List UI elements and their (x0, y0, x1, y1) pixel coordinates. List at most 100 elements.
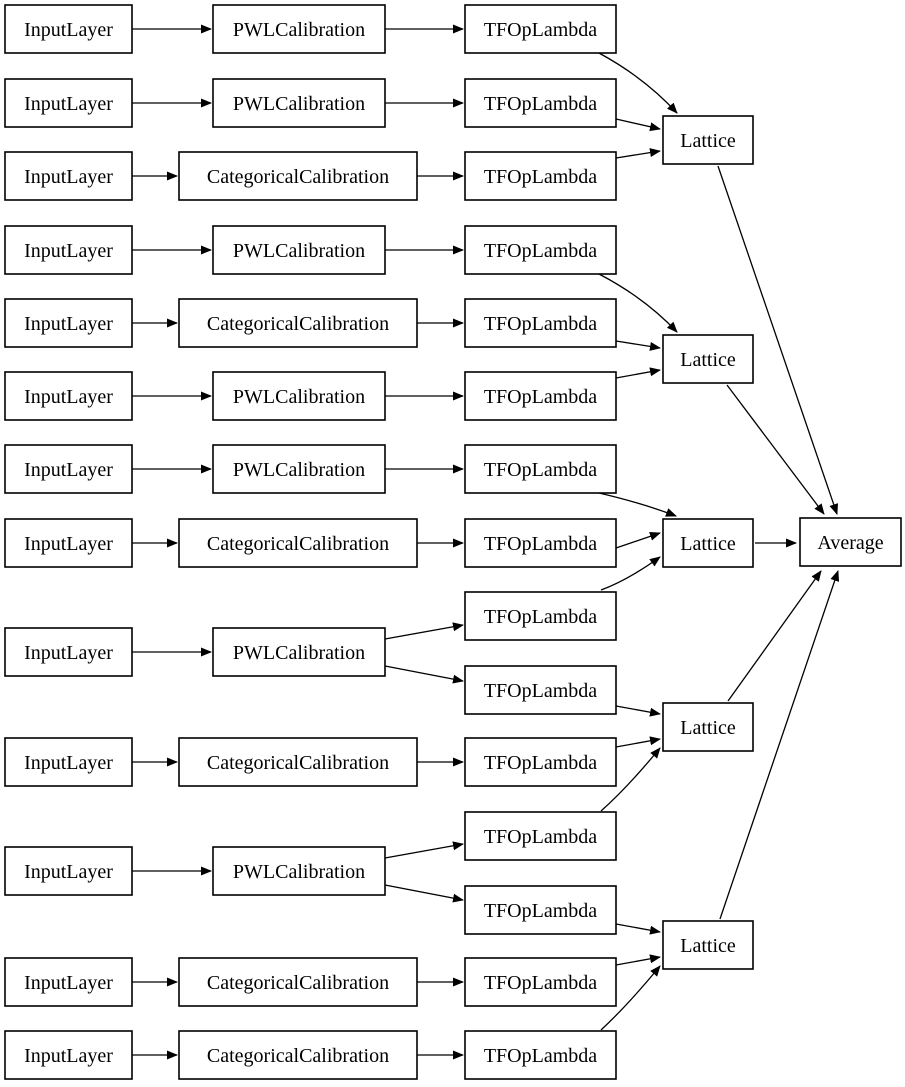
lambda-11-box (464, 737, 617, 787)
input-8-box (4, 518, 133, 568)
lambda-3-box (464, 151, 617, 201)
lambda-6-label: TFOpLambda (484, 386, 597, 408)
lambda-9-label: TFOpLambda (484, 606, 597, 628)
node-calib-1: PWLCalibration (212, 4, 386, 54)
node-lambda-2: TFOpLambda (464, 78, 617, 128)
edge-lambda-14-to-lattice-5 (615, 954, 661, 966)
input-12-box (4, 957, 133, 1007)
edge-lambda-9-to-lattice-3 (600, 556, 661, 591)
calib-12-box (178, 957, 418, 1007)
node-lattice-3: Lattice (662, 518, 754, 568)
calib-1-label: PWLCalibration (233, 19, 365, 41)
node-calib-9: PWLCalibration (212, 627, 386, 677)
node-lambda-13: TFOpLambda (464, 885, 617, 935)
input-5-label: InputLayer (24, 313, 113, 335)
lambda-9-box (464, 591, 617, 641)
calib-6-label: PWLCalibration (233, 386, 365, 408)
node-lambda-10: TFOpLambda (464, 665, 617, 715)
lambda-12-box (464, 811, 617, 861)
input-6-box (4, 371, 133, 421)
edge-lambda-11-to-lattice-4 (615, 736, 661, 748)
lambda-15-box (464, 1030, 617, 1080)
lambda-6-box (464, 371, 617, 421)
input-9-label: InputLayer (24, 642, 113, 664)
calib-3-box (178, 151, 418, 201)
calib-5-label: CategoricalCalibration (207, 313, 389, 335)
lambda-11-label: TFOpLambda (484, 752, 597, 774)
node-lambda-3: TFOpLambda (464, 151, 617, 201)
node-input-6: InputLayer (4, 371, 133, 421)
node-calib-3: CategoricalCalibration (178, 151, 418, 201)
input-5-box (4, 298, 133, 348)
input-1-box (4, 4, 133, 54)
input-9-box (4, 627, 133, 677)
edge-calib-9-to-lambda-9 (384, 622, 464, 640)
edge-lambda-5-to-lattice-2 (615, 340, 661, 351)
nodes-layer: InputLayerInputLayerInputLayerInputLayer… (4, 4, 902, 1080)
lambda-7-box (464, 444, 617, 494)
calib-6-box (212, 371, 386, 421)
node-lattice-4: Lattice (662, 702, 754, 752)
node-input-9: InputLayer (4, 627, 133, 677)
calib-13-box (178, 1030, 418, 1080)
calib-11-label: PWLCalibration (233, 861, 365, 883)
node-lambda-4: TFOpLambda (464, 225, 617, 275)
node-input-5: InputLayer (4, 298, 133, 348)
node-lambda-5: TFOpLambda (464, 298, 617, 348)
edge-lattice-4-to-average (727, 570, 822, 702)
calib-2-box (212, 78, 386, 128)
calib-8-label: CategoricalCalibration (207, 533, 389, 555)
lattice-2-box (662, 334, 754, 384)
node-average: Average (799, 517, 902, 567)
node-calib-2: PWLCalibration (212, 78, 386, 128)
edge-lambda-8-to-lattice-3 (615, 531, 661, 549)
lattice-3-label: Lattice (680, 533, 736, 555)
node-input-2: InputLayer (4, 78, 133, 128)
average-box (799, 517, 902, 567)
input-4-box (4, 225, 133, 275)
lambda-10-box (464, 665, 617, 715)
node-input-1: InputLayer (4, 4, 133, 54)
edge-lambda-15-to-lattice-5 (600, 965, 661, 1031)
node-lambda-11: TFOpLambda (464, 737, 617, 787)
node-input-8: InputLayer (4, 518, 133, 568)
lambda-2-box (464, 78, 617, 128)
node-lambda-6: TFOpLambda (464, 371, 617, 421)
input-6-label: InputLayer (24, 386, 113, 408)
input-11-box (4, 846, 133, 896)
calib-8-box (178, 518, 418, 568)
node-lambda-9: TFOpLambda (464, 591, 617, 641)
input-12-label: InputLayer (24, 972, 113, 994)
node-calib-7: PWLCalibration (212, 444, 386, 494)
calib-10-label: CategoricalCalibration (207, 752, 389, 774)
edge-lambda-2-to-lattice-1 (615, 118, 661, 132)
node-lambda-7: TFOpLambda (464, 444, 617, 494)
node-input-4: InputLayer (4, 225, 133, 275)
lambda-5-label: TFOpLambda (484, 313, 597, 335)
edge-lambda-10-to-lattice-4 (615, 705, 661, 717)
calib-12-label: CategoricalCalibration (207, 972, 389, 994)
calib-11-box (212, 846, 386, 896)
input-11-label: InputLayer (24, 861, 113, 883)
edge-calib-11-to-lambda-13 (384, 884, 464, 903)
lattice-4-label: Lattice (680, 717, 736, 739)
edge-lattice-5-to-average (719, 570, 840, 920)
edge-lambda-13-to-lattice-5 (615, 923, 661, 935)
calib-9-box (212, 627, 386, 677)
calib-5-box (178, 298, 418, 348)
node-input-12: InputLayer (4, 957, 133, 1007)
lambda-1-label: TFOpLambda (484, 19, 597, 41)
average-label: Average (817, 532, 883, 554)
input-2-box (4, 78, 133, 128)
lambda-2-label: TFOpLambda (484, 93, 597, 115)
input-1-label: InputLayer (24, 19, 113, 41)
edge-lambda-4-to-lattice-2 (598, 273, 678, 333)
edge-lambda-7-to-lattice-3 (598, 492, 677, 517)
calib-10-box (178, 737, 418, 787)
lambda-14-box (464, 957, 617, 1007)
node-lattice-2: Lattice (662, 334, 754, 384)
node-input-11: InputLayer (4, 846, 133, 896)
calib-4-box (212, 225, 386, 275)
input-2-label: InputLayer (24, 93, 113, 115)
